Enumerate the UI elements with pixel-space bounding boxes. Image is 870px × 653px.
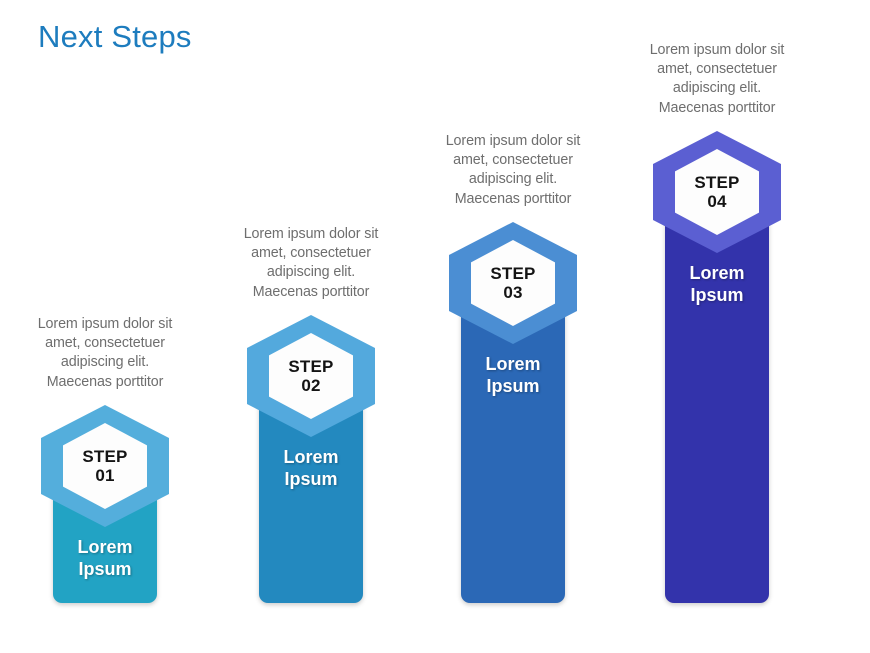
step-caption-04: Lorem ipsum dolor sit amet, consectetuer… [649,41,785,116]
step-graphic-02: STEP 02 Lorem Ipsum [226,315,396,603]
step-bar-label-03: Lorem Ipsum [485,354,541,396]
step-number-03: 03 [503,283,523,302]
step-bar-label-01: Lorem Ipsum [77,537,133,579]
step-number-02: 02 [301,376,321,395]
step-number-04: 04 [707,192,727,211]
step-word-04: STEP [694,172,740,192]
step-word-02: STEP [288,356,334,376]
step-column-03[interactable]: Lorem ipsum dolor sit amet, consectetuer… [428,132,598,603]
step-graphic-01: STEP 01 Lorem Ipsum [20,405,190,603]
step-caption-02: Lorem ipsum dolor sit amet, consectetuer… [243,225,379,300]
step-caption-03: Lorem ipsum dolor sit amet, consectetuer… [445,132,581,207]
step-word-01: STEP [82,446,128,466]
hexagon-inner-02: STEP 02 [269,333,353,419]
step-bar-label-04: Lorem Ipsum [689,263,745,305]
step-bar-04[interactable]: Lorem Ipsum [665,189,769,603]
step-graphic-03: STEP 03 Lorem Ipsum [428,222,598,603]
hexagon-inner-01: STEP 01 [63,423,147,509]
page-title: Next Steps [38,19,192,54]
step-bar-label-02: Lorem Ipsum [283,447,339,489]
hexagon-inner-03: STEP 03 [471,240,555,326]
step-graphic-04: STEP 04 Lorem Ipsum [632,131,802,603]
step-number-01: 01 [95,466,115,485]
step-column-01[interactable]: Lorem ipsum dolor sit amet, consectetuer… [20,315,190,603]
step-column-04[interactable]: Lorem ipsum dolor sit amet, consectetuer… [632,41,802,603]
step-word-03: STEP [490,263,536,283]
step-column-02[interactable]: Lorem ipsum dolor sit amet, consectetuer… [226,225,396,603]
step-caption-01: Lorem ipsum dolor sit amet, consectetuer… [37,315,173,390]
hexagon-inner-04: STEP 04 [675,149,759,235]
